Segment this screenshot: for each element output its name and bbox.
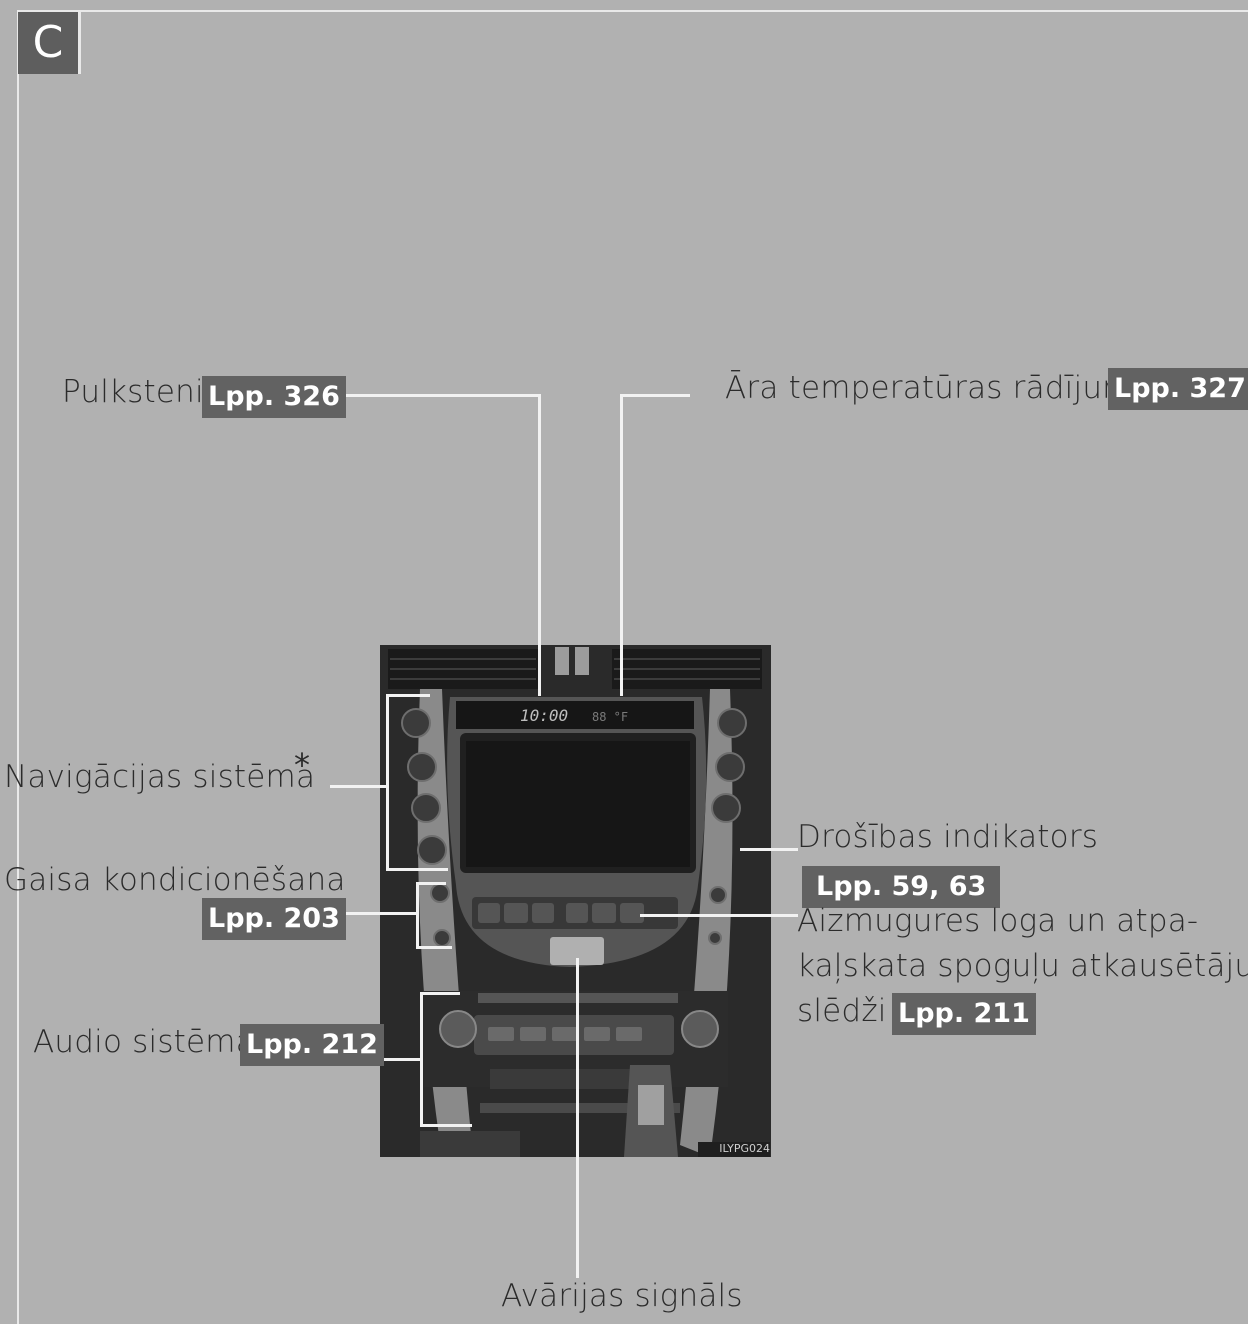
- defogger-label-line2: kaļskata spoguļu atkausētāju: [797, 948, 1248, 984]
- hazard-leader-v: [576, 958, 579, 1278]
- audio-bracket-v: [420, 992, 423, 1126]
- photo-clock-display: 10:00: [520, 706, 568, 725]
- ac-bracket-bottom: [416, 946, 452, 949]
- navigation-label: Navigācijas sistēma: [4, 759, 316, 795]
- defogger-label-line1: Aizmugures loga un atpa-: [797, 903, 1199, 939]
- hazard-label: Avārijas signāls: [501, 1278, 743, 1314]
- air-conditioning-label: Gaisa kondicionēšana: [4, 862, 346, 898]
- clock-leader-h: [326, 394, 541, 397]
- audio-bracket-bottom: [420, 1124, 472, 1127]
- defogger-label-line3: slēdži: [797, 993, 887, 1029]
- audio-leader-h: [352, 1058, 422, 1061]
- svg-text:88 °F: 88 °F: [592, 710, 628, 724]
- audio-bracket-top: [420, 992, 460, 995]
- photo-id: ILYPG024: [698, 1142, 770, 1157]
- defogger-page-badge[interactable]: Lpp. 211: [892, 993, 1036, 1035]
- ac-bracket-top: [416, 882, 446, 885]
- outside-temp-label: Āra temperatūras rādījums: [725, 370, 1149, 406]
- page-frame-left: [17, 10, 19, 1324]
- defogger-leader: [640, 914, 798, 917]
- clock-leader-v: [538, 394, 541, 696]
- page-frame-top: [17, 10, 1248, 12]
- outside-temp-page-badge[interactable]: Lpp. 327: [1108, 368, 1248, 410]
- nav-leader-h: [330, 785, 387, 788]
- audio-page-badge[interactable]: Lpp. 212: [240, 1024, 384, 1066]
- security-indicator-page-badge[interactable]: Lpp. 59, 63: [802, 866, 1001, 908]
- center-console-photo: 10:00 88 °F: [380, 645, 771, 1157]
- nav-bracket-bottom: [386, 868, 448, 871]
- audio-label: Audio sistēma: [33, 1024, 255, 1060]
- clock-label: Pulkstenis: [62, 374, 221, 410]
- clock-page-badge[interactable]: Lpp. 326: [202, 376, 346, 418]
- nav-bracket-top: [386, 694, 430, 697]
- ac-leader-h: [334, 912, 418, 915]
- security-leader: [740, 848, 798, 851]
- air-conditioning-page-badge[interactable]: Lpp. 203: [202, 898, 346, 940]
- temp-leader-h: [620, 394, 690, 397]
- security-indicator-label: Drošības indikators: [797, 819, 1099, 855]
- section-tab: C: [18, 12, 81, 74]
- temp-leader-v: [620, 394, 623, 696]
- ac-bracket-v: [416, 882, 419, 948]
- navigation-footnote-star: *: [294, 746, 310, 784]
- nav-bracket-v: [386, 694, 389, 870]
